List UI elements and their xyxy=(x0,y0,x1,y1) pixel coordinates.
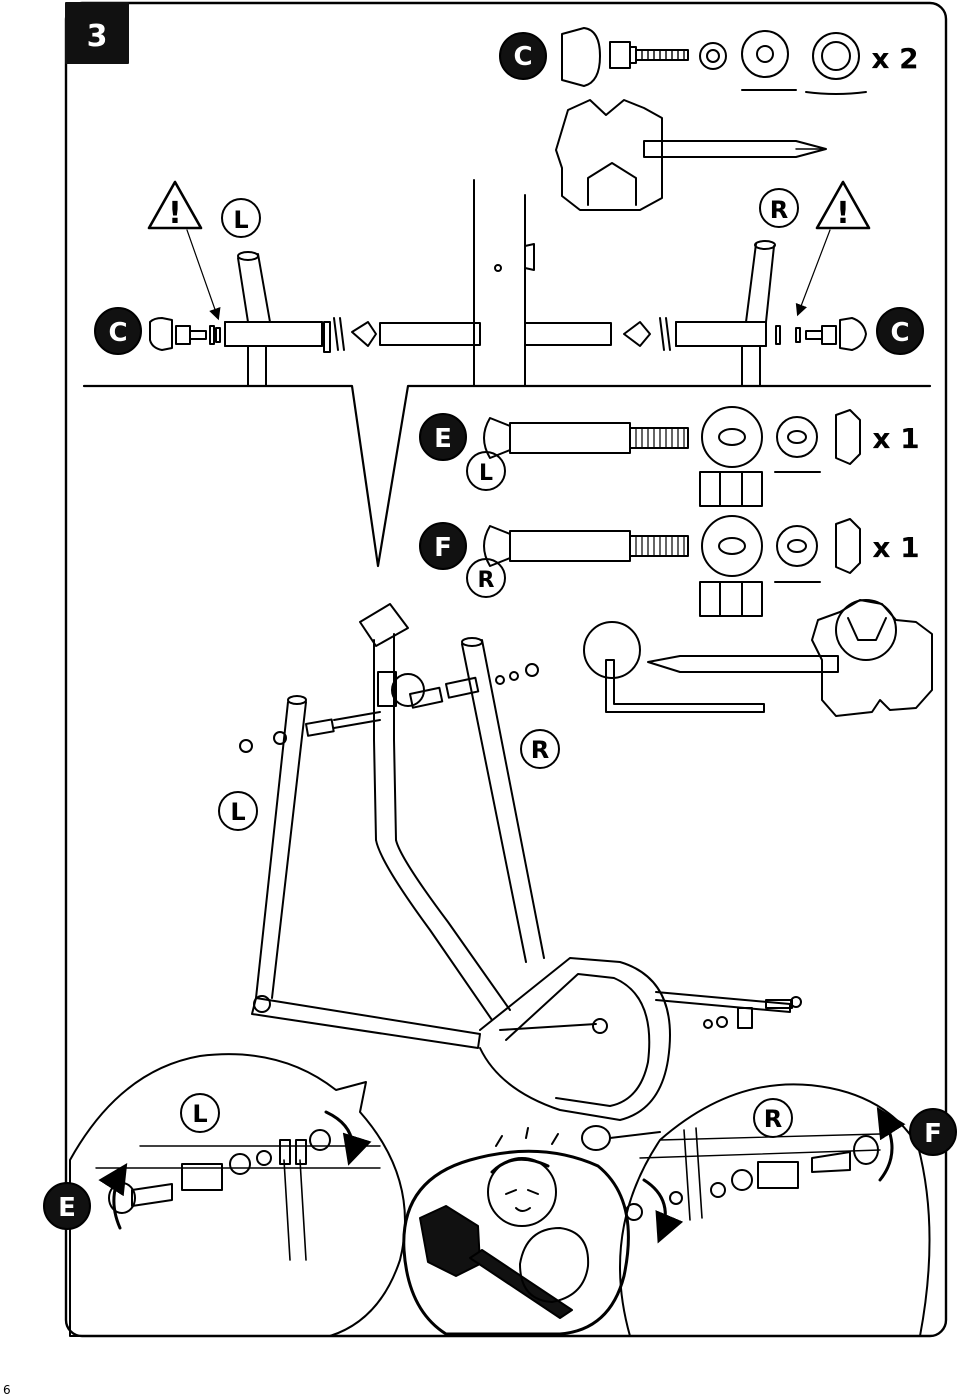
wrench-icon xyxy=(555,99,663,211)
label-r: R xyxy=(764,1105,782,1133)
label-l: L xyxy=(479,461,493,486)
crossbar-detail xyxy=(94,179,924,386)
label-l: L xyxy=(192,1100,207,1128)
label-r-circle xyxy=(520,729,560,769)
label-c: C xyxy=(108,318,127,348)
warning-triangle-icon xyxy=(147,180,203,230)
rotate-arrow-icon xyxy=(642,1178,684,1244)
label-r: R xyxy=(531,736,549,764)
hex-bolt xyxy=(609,41,689,69)
screwdriver-icon xyxy=(643,140,827,158)
label-c: C xyxy=(890,318,909,348)
label-r: R xyxy=(770,196,788,224)
label-l-circle xyxy=(221,198,261,238)
label-f-badge xyxy=(419,522,467,570)
label-c-badge xyxy=(499,32,547,80)
mascot-cartoon xyxy=(402,1127,630,1336)
flat-washer xyxy=(741,30,789,78)
label-l-circle xyxy=(218,791,258,831)
label-e: E xyxy=(434,424,452,454)
label-f: F xyxy=(924,1119,942,1149)
flat-washer-hole xyxy=(756,45,774,63)
wrench-hex-opening xyxy=(587,162,637,206)
label-l: L xyxy=(230,798,245,826)
e-hardware-kit xyxy=(419,406,861,507)
tools-middle xyxy=(583,599,933,717)
label-c-badge xyxy=(876,307,924,355)
warning-mark: ! xyxy=(836,196,850,231)
allen-key-icon xyxy=(605,659,765,713)
label-c: C xyxy=(513,42,532,72)
rotate-arrow-icon xyxy=(98,1162,128,1230)
rotate-arrow-icon xyxy=(324,1110,372,1166)
label-e-badge xyxy=(43,1182,91,1230)
page-number: 6 xyxy=(3,1383,11,1397)
label-l-circle xyxy=(180,1093,220,1133)
wrench-icon xyxy=(419,1205,481,1277)
screwdriver-top xyxy=(643,140,827,158)
lock-washer-inner xyxy=(821,41,851,71)
c-hardware-kit xyxy=(499,27,867,95)
bike-frame-drawing xyxy=(239,603,802,1151)
spring-washer xyxy=(699,42,727,70)
right-detail-zoom xyxy=(619,1083,931,1337)
label-e: E xyxy=(58,1193,76,1223)
label-f: F xyxy=(434,533,452,563)
label-l: L xyxy=(233,206,248,234)
callout-pointer xyxy=(82,384,932,568)
step-number-box xyxy=(65,2,129,64)
step-number: 3 xyxy=(87,19,108,54)
screwdriver-icon xyxy=(647,655,839,673)
f-hardware-kit xyxy=(419,515,861,617)
rotate-arrow-icon xyxy=(876,1106,906,1182)
quantity-c: x 2 xyxy=(871,42,918,75)
wrench-icon xyxy=(811,599,933,717)
warning-triangle-icon xyxy=(815,180,871,230)
label-f-badge xyxy=(909,1108,957,1156)
quantity-f: x 1 xyxy=(872,531,919,564)
quantity-e: x 1 xyxy=(872,422,919,455)
wrench-tool-top xyxy=(555,99,663,211)
spring-washer-hole xyxy=(706,49,720,63)
page-frame xyxy=(64,1,948,1338)
label-e-badge xyxy=(419,413,467,461)
label-r: R xyxy=(478,568,495,593)
left-detail-zoom xyxy=(69,1053,406,1337)
label-r-circle xyxy=(759,188,799,228)
end-cap xyxy=(561,27,601,87)
lock-washer-side xyxy=(805,91,867,95)
warning-mark: ! xyxy=(168,196,182,231)
label-c-badge xyxy=(94,307,142,355)
lock-washer xyxy=(812,32,860,80)
